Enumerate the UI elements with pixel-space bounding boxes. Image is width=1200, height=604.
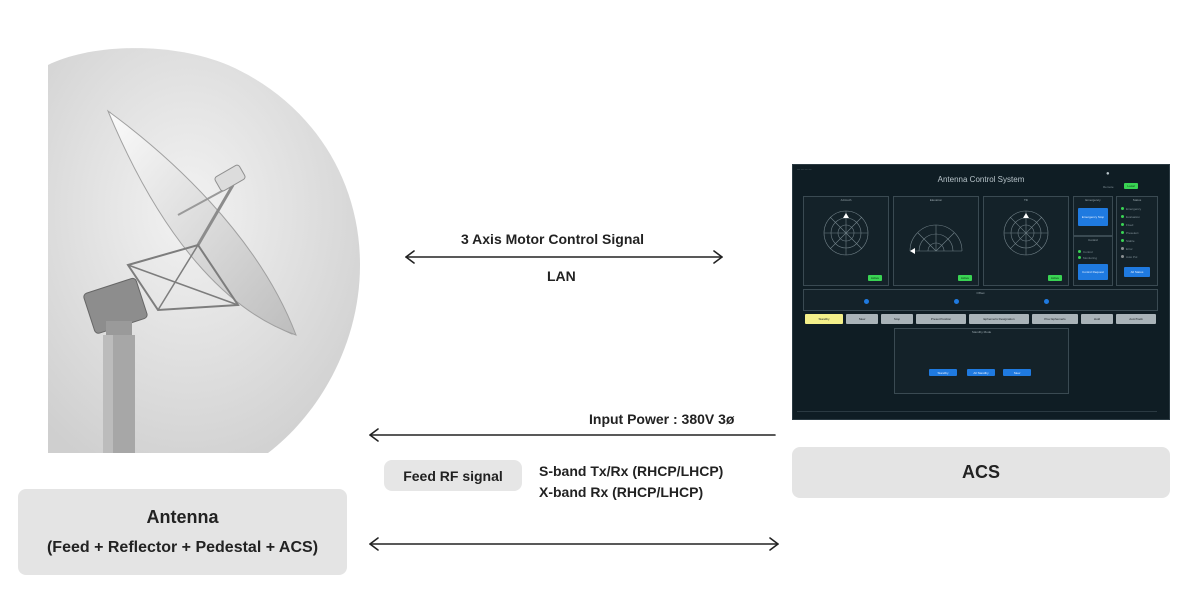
tilt-panel: Tilt Active: [983, 196, 1069, 286]
all-status-button[interactable]: All Status: [1124, 267, 1150, 277]
motor-signal-label: 3 Axis Motor Control Signal: [461, 231, 645, 247]
azimuth-title: Azimuth: [840, 198, 852, 202]
status-dot: [1121, 255, 1124, 258]
offset-tilt-button[interactable]: [1044, 299, 1049, 304]
emergency-title: Emergency: [1085, 198, 1101, 202]
control-panel: Control Control Monitoring Control Reque…: [1073, 236, 1113, 286]
input-power-label: Input Power : 380V 3ø: [589, 411, 735, 427]
azimuth-active-button[interactable]: Active: [868, 275, 882, 281]
elevation-gauge: [909, 224, 963, 254]
status-item: Stable: [1126, 239, 1135, 243]
lan-label: LAN: [547, 268, 576, 284]
all-standby-button[interactable]: All Standby: [967, 369, 995, 376]
mode-hold-button[interactable]: Hold: [1081, 314, 1113, 324]
acs-screen: Antenna Control System — — — — ● Remote …: [792, 164, 1170, 420]
status-dot: [1121, 215, 1124, 218]
control-item-control: Control: [1083, 250, 1093, 254]
status-item: Fixed: [1126, 223, 1134, 227]
mode-preset-button[interactable]: Preset Position: [916, 314, 966, 324]
status-dot: [1121, 223, 1124, 226]
mode-stop-button[interactable]: Stop: [881, 314, 913, 324]
standby-button[interactable]: Standby: [929, 369, 957, 376]
mode-autotrack-button[interactable]: AutoTrack: [1116, 314, 1156, 324]
acs-label: ACS: [961, 462, 1000, 482]
slew-button[interactable]: Slew: [1003, 369, 1031, 376]
status-item: Auto Pol: [1126, 255, 1138, 259]
status-dot: [1121, 239, 1124, 242]
tilt-active-button[interactable]: Active: [1048, 275, 1062, 281]
azimuth-compass: [823, 210, 869, 256]
monitoring-status-dot: [1078, 256, 1081, 259]
status-panel: Status Emergency Evaluation Fixed Presel…: [1116, 196, 1158, 286]
screen-header-info: — — — —: [797, 167, 812, 171]
s-band-label: S-band Tx/Rx (RHCP/LHCP): [539, 463, 724, 479]
elevation-panel: Elevation Active: [893, 196, 979, 286]
offset-title: Offset: [976, 291, 985, 295]
control-request-button[interactable]: Control Request: [1078, 264, 1108, 280]
standby-mode-panel: Standby Mode Standby All Standby Slew: [894, 328, 1069, 394]
mode-ephemeris-button[interactable]: Ephemeris Designation: [969, 314, 1029, 324]
x-band-label: X-band Rx (RHCP/LHCP): [539, 484, 704, 500]
status-title: Status: [1132, 198, 1142, 202]
antenna-title: Antenna: [146, 507, 219, 527]
emergency-panel: Emergency Emergency Stop: [1073, 196, 1113, 236]
feed-rf-chip: Feed RF signal: [384, 460, 522, 491]
status-dot: [1121, 247, 1124, 250]
antenna-illustration: [48, 48, 360, 453]
mode-standby-button[interactable]: Standby: [805, 314, 843, 324]
control-status-dot: [1078, 250, 1081, 253]
screen-title: Antenna Control System: [937, 175, 1025, 184]
control-title: Control: [1088, 238, 1098, 242]
mode-prev-ephemeris-button[interactable]: Prev Ephemeris: [1032, 314, 1078, 324]
antenna-subtitle: (Feed + Reflector + Pedestal + ACS): [46, 539, 319, 556]
screen-footer-divider: [797, 411, 1157, 412]
status-item: Preselect: [1126, 231, 1139, 235]
status-dot: [1121, 207, 1124, 210]
user-icon: ●: [1106, 171, 1110, 177]
tab-remote[interactable]: Remote: [1103, 185, 1114, 189]
offset-el-button[interactable]: [954, 299, 959, 304]
azimuth-panel: Azimuth Active: [803, 196, 889, 286]
tab-local[interactable]: Local: [1124, 183, 1138, 189]
status-item: Error: [1126, 247, 1133, 251]
emergency-stop-button[interactable]: Emergency Stop: [1078, 208, 1108, 226]
acs-label-box: ACS: [792, 447, 1170, 498]
mode-slew-button[interactable]: Slew: [846, 314, 878, 324]
offset-az-button[interactable]: [864, 299, 869, 304]
status-item: Emergency: [1126, 207, 1142, 211]
antenna-label-box: Antenna (Feed + Reflector + Pedestal + A…: [18, 489, 347, 575]
status-item: Evaluation: [1126, 215, 1141, 219]
status-dot: [1121, 231, 1124, 234]
elevation-active-button[interactable]: Active: [958, 275, 972, 281]
offset-panel: Offset: [803, 289, 1158, 311]
tilt-title: Tilt: [1024, 198, 1028, 202]
standby-mode-title: Standby Mode: [971, 330, 992, 334]
control-item-monitoring: Monitoring: [1083, 256, 1098, 260]
elevation-title: Elevation: [929, 198, 943, 202]
tilt-compass: [1003, 210, 1049, 256]
